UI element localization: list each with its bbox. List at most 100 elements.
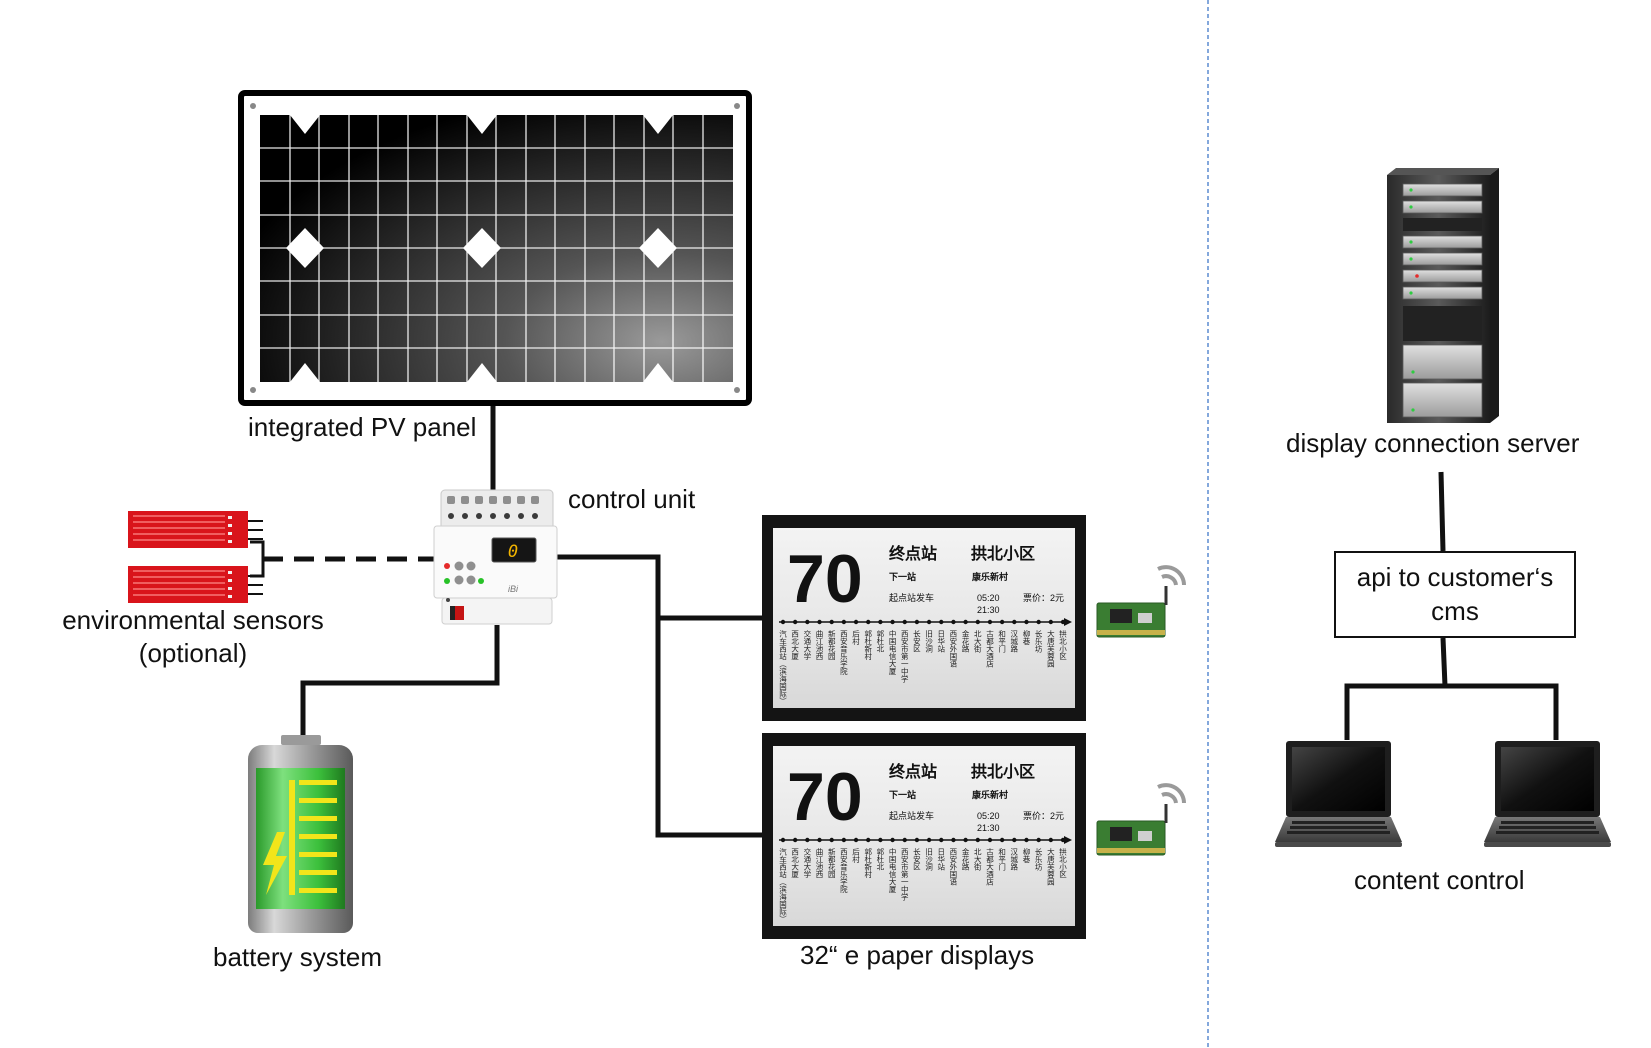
stop-name: 古都大酒店 [985, 629, 994, 669]
epaper-display-2: 70 终点站 拱北小区 下一站 康乐新村 起点站发车 05:20 21:30 票… [762, 733, 1086, 939]
terminal-label: 终点站 [889, 762, 937, 781]
terminal-label: 终点站 [889, 544, 937, 563]
next-stop-label: 下一站 [889, 571, 916, 582]
first-bus-label: 起点站发车 [889, 592, 934, 603]
api-to-laptop-2-line [1445, 683, 1559, 740]
stop-dot [792, 619, 798, 625]
stop-dot [987, 837, 993, 843]
api-box: api to customer‘s cms [1334, 551, 1576, 638]
wifi-signal-icon [1157, 565, 1186, 586]
stop-name: 郭杜北 [876, 847, 885, 872]
lightning-bolt-icon [263, 832, 287, 895]
stop-name: 拱北小区 [1058, 847, 1067, 879]
time-last: 21:30 [977, 823, 1000, 833]
first-bus-label: 起点站发车 [889, 810, 934, 821]
stop-dot [1036, 619, 1041, 625]
control-to-display-1-line [557, 554, 762, 621]
battery-label: battery system [213, 942, 383, 972]
stop-dot [878, 837, 883, 843]
api-to-laptops-line [1344, 637, 1448, 740]
stop-dot [1060, 619, 1066, 625]
control-to-battery-line [300, 625, 500, 735]
stop-name: 中国电信大厦 [888, 847, 897, 894]
stop-name: 西安市第一中学 [900, 848, 909, 901]
terminal-name: 拱北小区 [971, 762, 1035, 781]
stop-dot [914, 837, 920, 843]
stop-name: 柳巷 [1022, 629, 1031, 646]
stop-dot [890, 619, 895, 625]
stop-dot [926, 619, 932, 625]
server-label: display connection server [1286, 428, 1580, 458]
stop-name: 后村 [851, 629, 860, 646]
stop-dot [805, 619, 810, 625]
stop-dot [878, 619, 883, 625]
stop-name: 长乐坊 [1034, 847, 1043, 872]
battery [248, 735, 353, 933]
stop-name: 郭杜新村 [863, 629, 872, 661]
stop-name: 日华站 [937, 630, 946, 654]
stop-name: 长安区 [912, 629, 921, 653]
stop-name: 西安音乐学院 [839, 848, 848, 895]
stop-name: 和平门 [997, 848, 1006, 872]
stop-dot [841, 619, 847, 625]
stop-dot [902, 837, 907, 843]
stop-dot [805, 837, 810, 843]
stop-name: 新都花园 [827, 629, 836, 662]
stop-name: 曲江池西 [815, 847, 824, 880]
laptop-1 [1275, 741, 1402, 847]
next-stop-name: 康乐新村 [972, 789, 1008, 800]
laptop-2 [1484, 741, 1611, 847]
stop-dot [1024, 837, 1029, 843]
stop-dot [951, 837, 956, 843]
stop-name: 旧沙洞 [924, 848, 933, 871]
stop-name: 中国电信大厦 [888, 629, 897, 676]
server-to-api-line [1438, 471, 1446, 552]
terminal-name: 拱北小区 [971, 544, 1035, 563]
stop-name: 西安外国语 [949, 630, 958, 668]
stop-dot [817, 619, 822, 625]
stop-dot [926, 837, 932, 843]
stop-name: 北大街 [973, 848, 982, 872]
epaper-display-1: 70 终点站 拱北小区 下一站 康乐新村 起点站发车 05:20 21:30 票… [762, 515, 1086, 721]
stop-dot [987, 619, 993, 625]
stop-name: 柳巷 [1022, 847, 1031, 864]
stop-name: 金花路 [961, 847, 970, 871]
stop-dot [963, 619, 968, 625]
control-unit: 0 iBi [433, 489, 558, 625]
stop-name: 汽车西站（滨海国际） [778, 629, 787, 705]
stop-name: 长安区 [912, 847, 921, 871]
stop-dot [792, 837, 798, 843]
stop-name: 汉城路 [1010, 630, 1019, 653]
stop-dot [951, 619, 956, 625]
environmental-sensors-label: environmental sensors (optional) [40, 604, 346, 669]
route-number: 70 [787, 541, 863, 617]
stop-name: 新都花园 [827, 847, 836, 880]
stop-name: 西北大厦 [790, 848, 799, 879]
stop-dot [841, 837, 847, 843]
stop-dot [829, 837, 834, 843]
control-unit-screen-readout: 0 [508, 542, 518, 562]
displays-label: 32“ e paper displays [800, 940, 1035, 970]
pv-panel [238, 90, 752, 406]
stop-dot [866, 837, 871, 843]
stop-name: 和平门 [997, 630, 1006, 654]
stop-name: 拱北小区 [1058, 629, 1067, 661]
stop-dot [1012, 837, 1017, 843]
stop-dot [1036, 837, 1041, 843]
stop-dot [939, 619, 944, 625]
server [1387, 168, 1499, 423]
stop-dot [890, 837, 895, 843]
stop-dot [1024, 619, 1029, 625]
stop-dot [975, 619, 980, 625]
wifi-signal-icon [1157, 783, 1186, 804]
stop-name: 大唐芙蓉园 [1046, 629, 1055, 669]
time-last: 21:30 [977, 605, 1000, 615]
stop-name: 郭杜新村 [863, 847, 872, 879]
stop-dot [999, 619, 1005, 625]
stop-dot [914, 619, 920, 625]
stop-name: 郭杜北 [876, 629, 885, 654]
wifi-module-2 [1096, 783, 1186, 856]
stop-dot [780, 619, 786, 625]
route-number: 70 [787, 759, 863, 835]
next-stop-label: 下一站 [889, 789, 916, 800]
